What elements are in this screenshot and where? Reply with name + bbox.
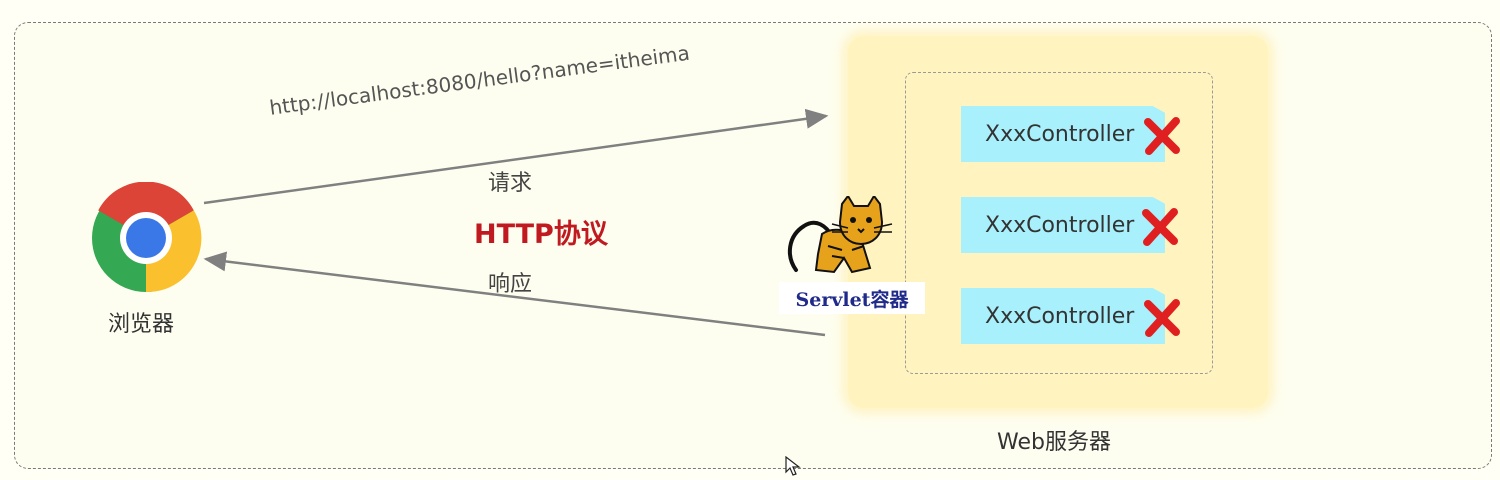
controller-label: XxxController bbox=[985, 212, 1135, 238]
controller-label: XxxController bbox=[985, 121, 1135, 147]
response-arrow bbox=[203, 251, 826, 337]
controller-box-2: XxxController bbox=[961, 197, 1165, 253]
tomcat-icon bbox=[787, 196, 893, 274]
controller-box-3: XxxController bbox=[961, 288, 1165, 344]
response-label: 响应 bbox=[488, 272, 533, 297]
request-arrow bbox=[203, 108, 829, 205]
request-label: 请求 bbox=[488, 171, 533, 196]
mouse-cursor-icon bbox=[785, 456, 801, 476]
controller-box-1: XxxController bbox=[961, 106, 1165, 162]
chrome-browser-icon bbox=[92, 182, 202, 293]
servlet-container-label: Servlet容器 bbox=[779, 282, 925, 314]
web-server-label: Web服务器 bbox=[997, 430, 1111, 455]
controller-label: XxxController bbox=[985, 303, 1135, 329]
browser-label: 浏览器 bbox=[108, 312, 175, 337]
servlet-container-box bbox=[905, 72, 1213, 374]
cross-icon bbox=[1144, 117, 1180, 155]
protocol-title: HTTP协议 bbox=[474, 219, 608, 250]
cross-icon bbox=[1144, 299, 1180, 337]
cross-icon bbox=[1142, 208, 1178, 246]
